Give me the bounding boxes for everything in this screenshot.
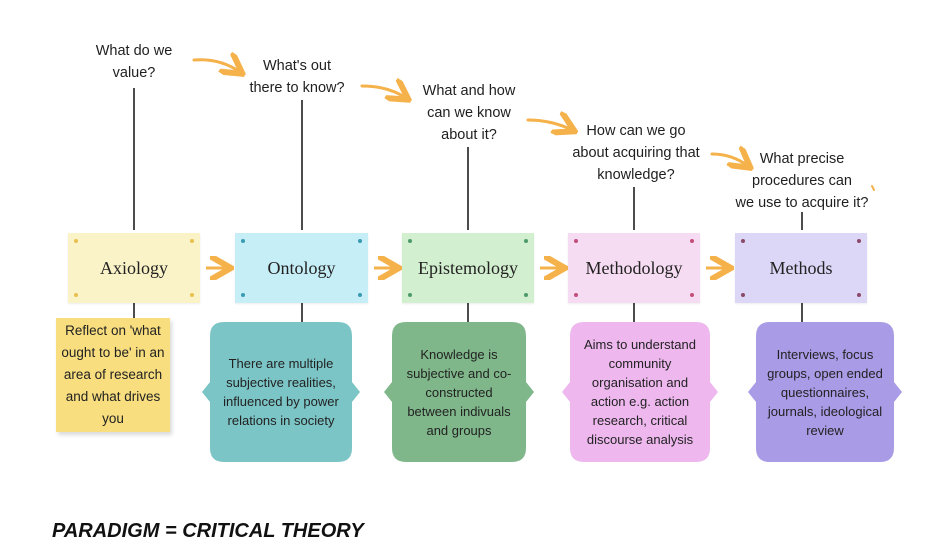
methods-description: Interviews, focus groups, open ended que… (767, 346, 883, 438)
epistemology-description-shape (384, 322, 534, 462)
card-methodology: Methodology (568, 233, 700, 303)
card-methods: Methods (735, 233, 867, 303)
card-label: Axiology (99, 257, 168, 278)
axiology-description: Reflect on 'what ought to be' in an area… (56, 318, 170, 432)
curved-arrow-icon (710, 154, 748, 166)
curved-arrow-icon (192, 60, 240, 72)
curved-arrow-icon (871, 185, 875, 191)
methods-description-shape (748, 322, 902, 462)
card-label: Methods (769, 257, 833, 278)
card-axiology: Axiology (68, 233, 200, 303)
card-label: Epistemology (418, 257, 518, 278)
ontology-description: There are multiple subjective realities,… (223, 356, 339, 428)
methodology-description-shape (562, 322, 718, 462)
ontology-description-shape (202, 322, 360, 462)
card-epistemology: Epistemology (402, 233, 534, 303)
paradigm-title: PARADIGM = CRITICAL THEORY (52, 520, 364, 542)
curved-arrow-icon (526, 120, 572, 130)
methodology-description: Aims to understand community organisatio… (583, 337, 696, 447)
card-ontology: Ontology (235, 233, 368, 303)
epistemology-description: Knowledge is subjective and co-construct… (406, 346, 512, 438)
card-label: Ontology (267, 257, 336, 278)
card-label: Methodology (585, 257, 683, 278)
curved-arrow-icon (360, 86, 406, 98)
